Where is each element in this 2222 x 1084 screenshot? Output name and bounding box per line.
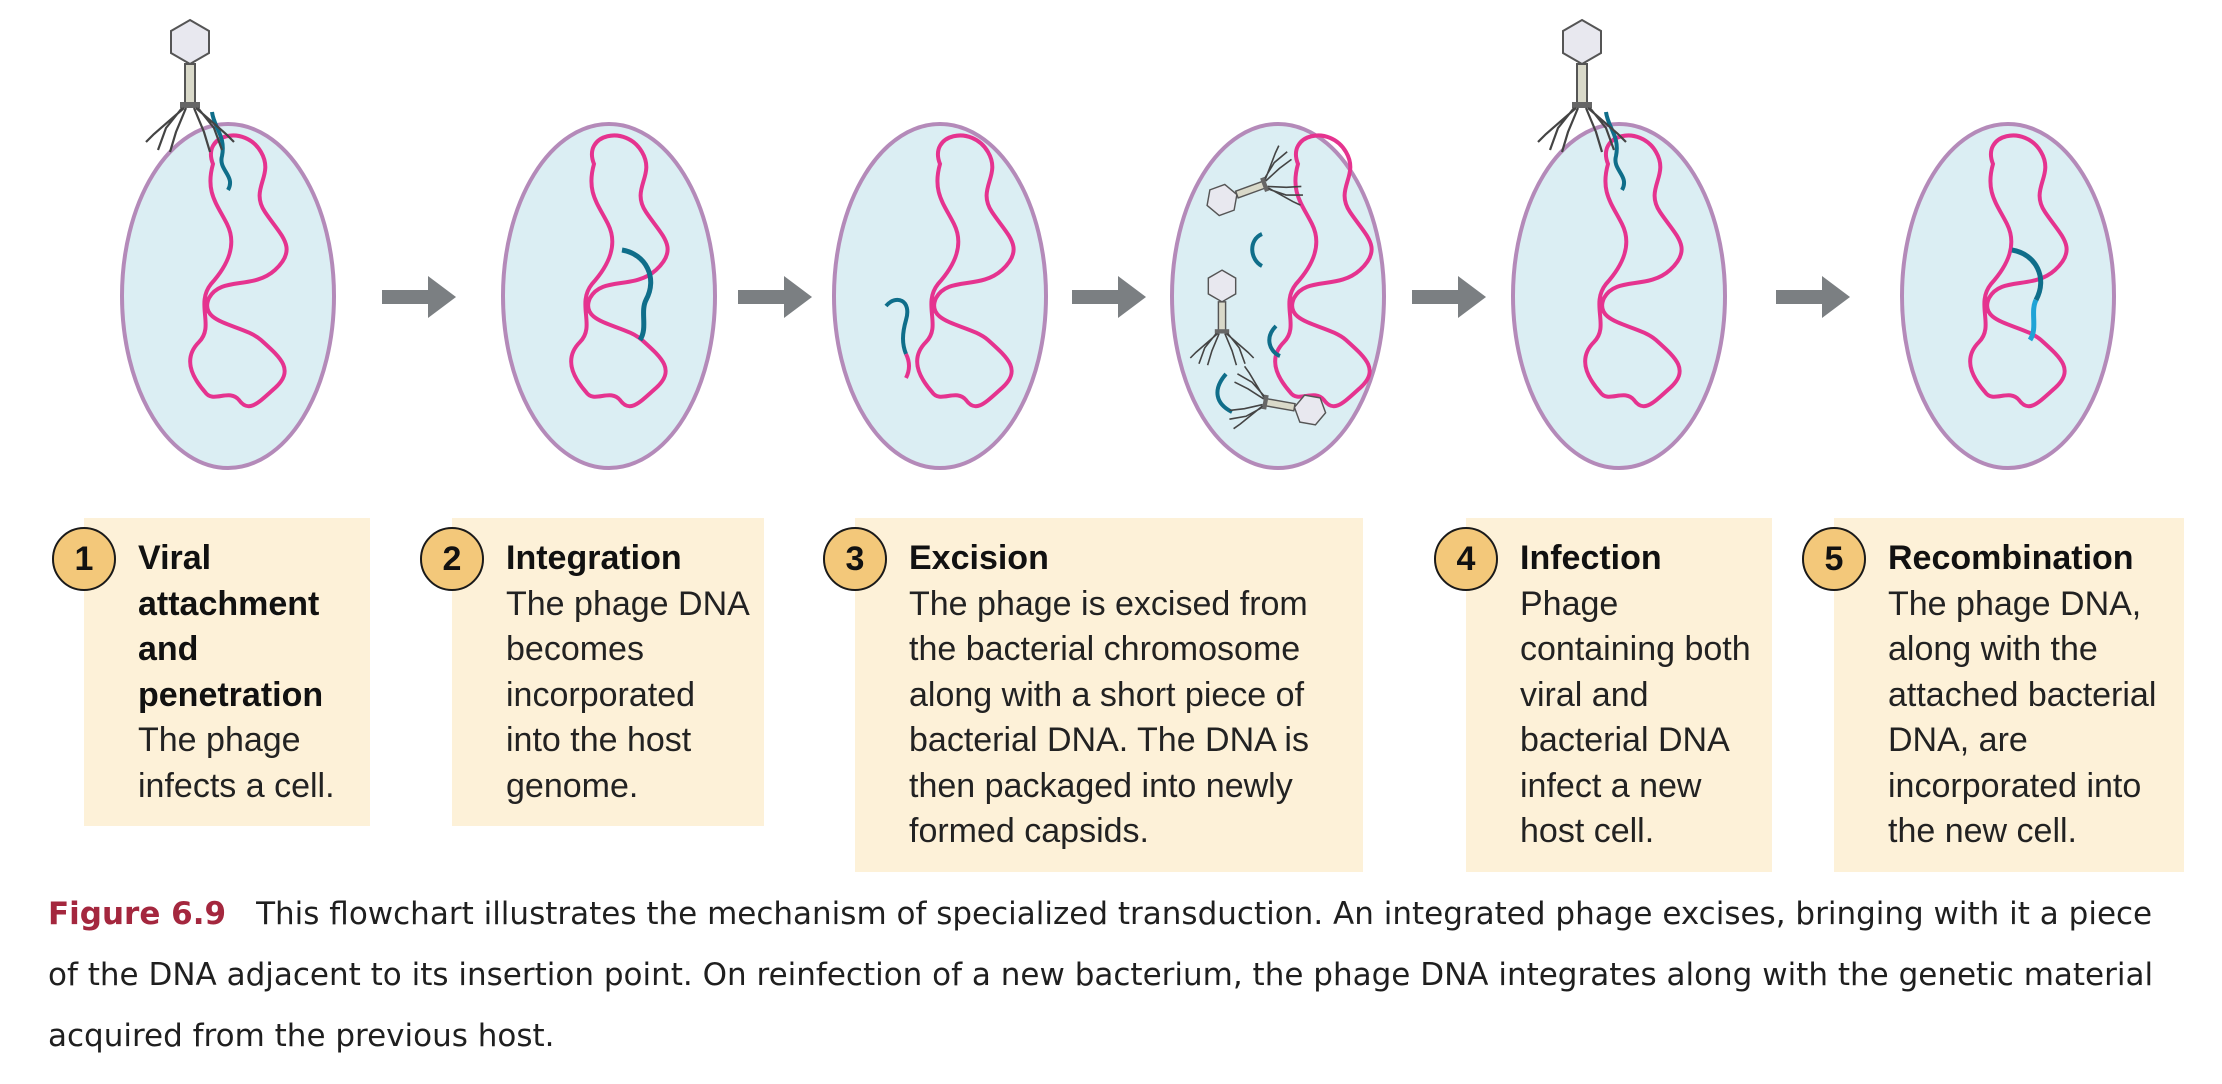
step-description: The phage infects a cell. [138,721,335,805]
step-box-5: Recombination The phage DNA, along with … [1834,518,2184,872]
cell-5-recombination [1900,122,2116,470]
cell-3-excision [832,122,1048,470]
flow-arrow-icon [1072,276,1146,318]
flow-arrow-icon [1776,276,1850,318]
step-title: Infection [1520,539,1662,577]
bacterial-cell-icon [832,122,1048,470]
step-title: Viral attachment and penetration [138,539,324,714]
step-description: The phage DNA becomes incorporated into … [506,584,748,805]
cell-1-attachment [120,18,336,470]
step-box-2: Integration The phage DNA becomes incorp… [452,518,764,826]
step-box-4: Infection Phage containing both viral an… [1466,518,1772,872]
step-number-badge: 3 [823,527,887,591]
step-description: The phage is excised from the bacterial … [909,584,1309,851]
cell-2-integration [501,122,717,470]
caption-text: This flowchart illustrates the mechanism… [48,896,2154,1054]
step-title: Recombination [1888,539,2134,577]
flow-arrow-icon [738,276,812,318]
flow-arrow-icon [1412,276,1486,318]
step-number-badge: 2 [420,527,484,591]
bacterial-cell-icon [1900,122,2116,470]
step-number-badge: 5 [1802,527,1866,591]
step-box-3: Excision The phage is excised from the b… [855,518,1363,872]
step-description: Phage containing both viral and bacteria… [1520,584,1751,851]
step-description: The phage DNA, along with the attached b… [1888,584,2157,851]
figure-label: Figure 6.9 [48,896,227,932]
flow-arrow-icon [382,276,456,318]
step-number-badge: 4 [1434,527,1498,591]
bacterial-cell-icon [1511,122,1727,470]
cell-4-infection [1511,18,1727,470]
transduction-diagram [120,18,2116,470]
step-title: Excision [909,539,1049,577]
cell-3b-packaging [1170,122,1386,470]
bacterial-cell-icon [1170,122,1386,470]
step-title: Integration [506,539,682,577]
step-box-1: Viral attachment and penetration The pha… [84,518,370,826]
step-number-badge: 1 [52,527,116,591]
bacterial-cell-icon [501,122,717,470]
